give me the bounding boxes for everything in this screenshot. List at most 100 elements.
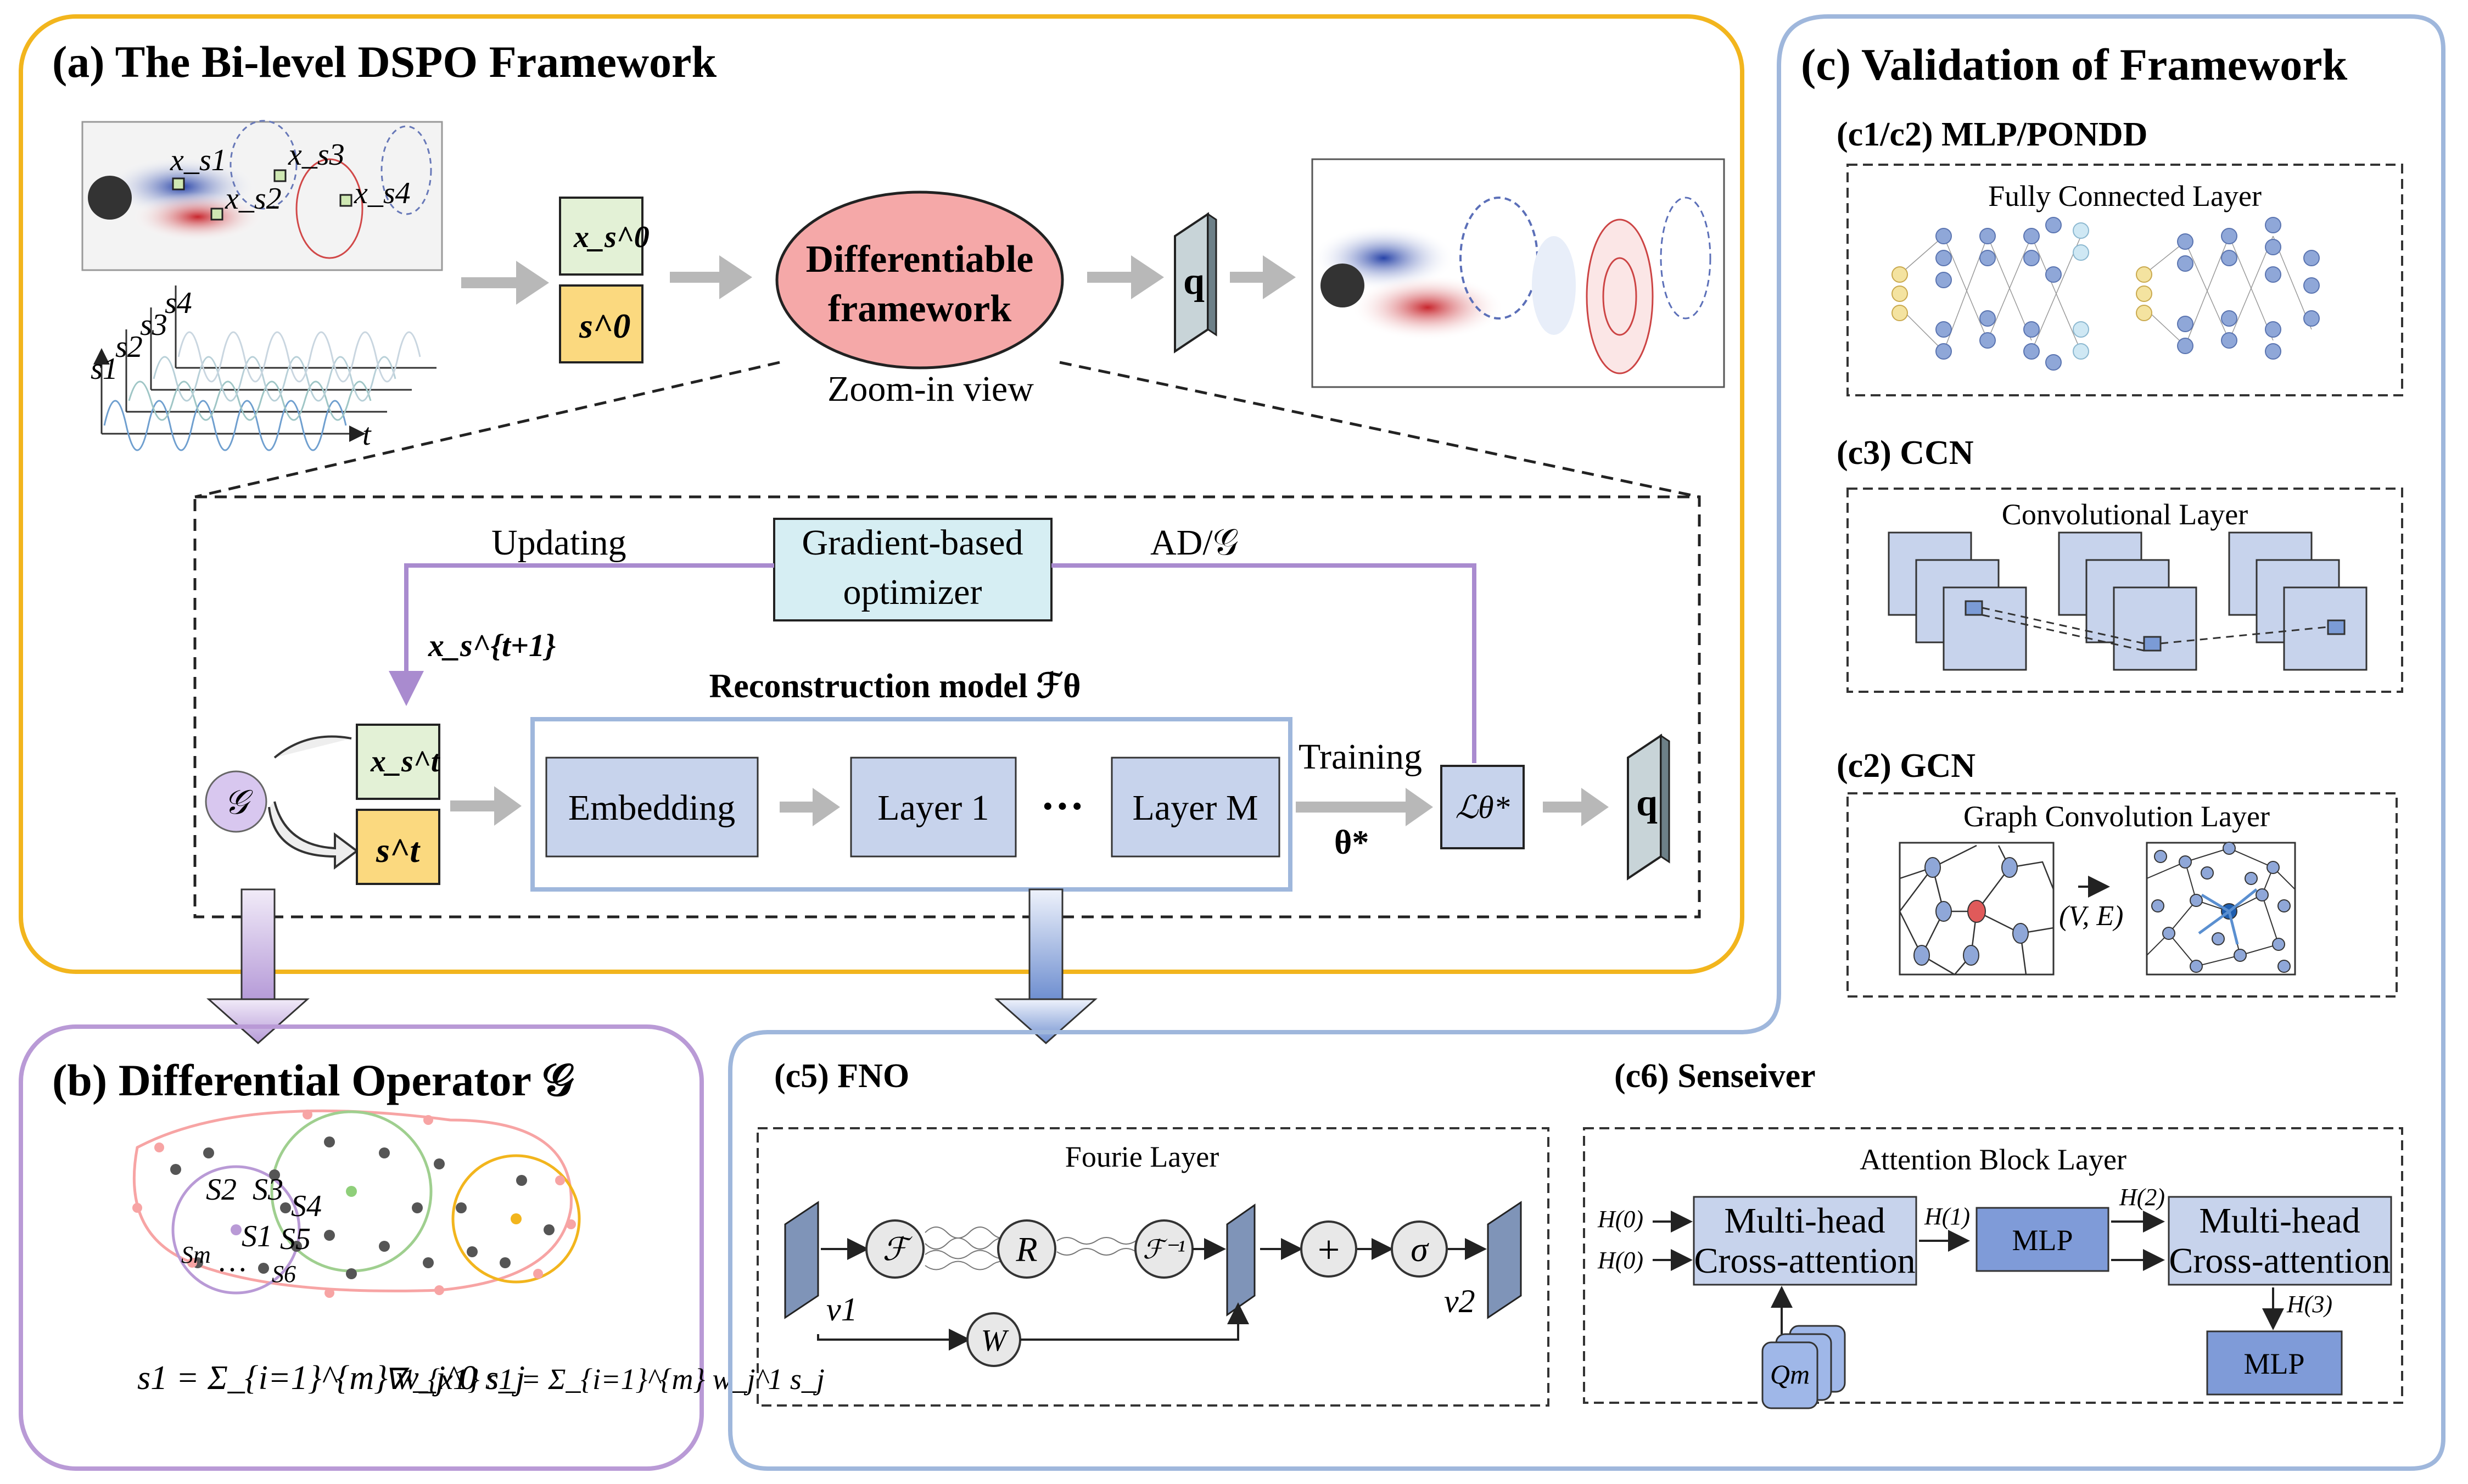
c6-layer-label: Attention Block Layer [1860,1143,2126,1176]
xs-t-label: x_s^t [370,744,440,779]
c12-title: (c1/c2) MLP/PONDD [1837,116,2147,153]
c5-title: (c5) FNO [774,1057,909,1095]
zoom-in-box [193,495,1701,919]
arrow-to-q2 [1543,788,1609,826]
differentiable-framework [775,191,1064,369]
c6-h1: H(1) [1924,1203,1970,1230]
c6-title: (c6) Senseiver [1614,1057,1816,1095]
panel-c-frame [728,14,2445,1471]
fno-v1: v1 [826,1291,858,1328]
flow-field-output [1311,158,1725,388]
fno-Finv-label: ℱ⁻¹ [1143,1235,1185,1264]
g-curved-arrow [268,735,359,870]
c6-mha-1 [1693,1196,1917,1286]
conv-stacks [1888,531,2368,671]
stencil-label-s4: S4 [291,1189,322,1223]
loss-label: ℒθ* [1455,789,1509,825]
panel-a-title: (a) The Bi-level DSPO Framework [52,37,717,87]
panel-c-title: (c) Validation of Framework [1801,40,2348,89]
arrow-to-framework [670,255,752,299]
c12-layer-label: Fully Connected Layer [1988,180,2262,212]
s0-box [559,284,643,363]
formula-derivative: ∇¹_{x1} s1 = Σ_{i=1}^{m} w_j^1 s_j [384,1363,825,1396]
c6-h0b: H(0) [1597,1247,1643,1274]
layerM-label: Layer M [1132,788,1258,828]
arrow-to-embedding [450,786,522,826]
panel-a-frame [19,14,1744,974]
fno-skip-path [817,1329,971,1351]
differentiable-label-1: Differentiable [806,238,1034,281]
panel-b-title: (b) Differential Operator 𝒢 [52,1055,574,1105]
q2-slab-side [1660,734,1670,864]
c12-box [1846,164,2403,396]
feedback-loop [1051,563,1476,763]
updating-label: Updating [491,523,626,563]
mlp-network-left [1891,217,2089,371]
c6-mlp-1-label: MLP [2012,1224,2073,1257]
axis-label-s4: s4 [165,286,192,320]
fno-plus-label: + [1318,1228,1340,1272]
axis-label-s2: s2 [115,330,143,364]
stencil-label-dots: … [217,1244,248,1278]
gradient-optimizer [773,518,1053,621]
zoom-in-label: Zoom-in view [827,369,1034,409]
layerM-block [1111,757,1280,858]
c5-box [757,1127,1549,1407]
c6-qm-stack [1761,1325,1846,1409]
c6-mha-1-line2: Cross-attention [1694,1241,1915,1281]
layer1-label: Layer 1 [877,788,989,828]
c6-mha-1-line1: Multi-head [1724,1201,1885,1241]
fno-output-slab [1487,1201,1522,1319]
c5-layer-label: Fourie Layer [1065,1140,1219,1173]
ve-label: (V, E) [2059,900,2123,932]
xs0-label: x_s^0 [573,220,650,254]
stencil-diagram [132,1109,581,1298]
fno-wave-1 [925,1227,1014,1270]
fno-sigma-node [1391,1220,1448,1278]
c6-h2: H(2) [2119,1184,2165,1211]
q-slab-side [1207,212,1217,337]
sensor-time-series [93,285,436,451]
graph-left [1899,842,2055,976]
fno-wave-2 [1056,1237,1137,1256]
arrow-to-panel-b [206,888,310,1045]
stencil-label-s3: S3 [253,1173,283,1207]
stencil-label-s1: S1 [242,1219,272,1253]
sensor-label-1: x_s1 [170,143,227,177]
fno-R-node [997,1219,1056,1279]
c3-box [1846,488,2403,693]
loss-box [1440,765,1525,849]
formula-interp: s1 = Σ_{i=1}^{m} w_j^0 s_j [137,1359,525,1397]
c2-box [1846,792,2398,998]
optimizer-label-1: Gradient-based [802,523,1023,563]
fno-W-label: W [981,1324,1009,1358]
sensor-label-2: x_s2 [225,182,282,216]
theta-star-label: θ* [1334,824,1369,861]
fno-R-label: R [1015,1230,1037,1269]
layer-dots: ··· [1040,782,1084,831]
ad-g-label: AD/𝒢 [1150,523,1239,563]
arrow-to-panel-c5 [994,888,1098,1045]
c3-layer-label: Convolutional Layer [2002,498,2248,531]
arrow-emb-l1 [780,788,840,826]
flow-field-input: x_s1 x_s2 x_s3 x_s4 [81,120,443,271]
training-label: Training [1299,737,1422,777]
zoom-line-left [194,361,780,499]
fno-F-node [865,1219,925,1279]
embedding-block [545,757,759,858]
c6-h3: H(3) [2286,1291,2332,1318]
c6-h0a: H(0) [1597,1206,1643,1233]
s-t-box [356,809,440,885]
c6-mha-2 [2168,1196,2392,1286]
xs-t-box [356,724,440,800]
sensor-label-4: x_s4 [354,176,411,210]
fno-mid-slab [1226,1203,1256,1317]
mlp-network-right [2136,217,2320,360]
recon-model-title: Reconstruction model ℱθ [709,668,1081,705]
c2-title: (c2) GCN [1837,747,1975,785]
recon-model-frame [530,717,1292,892]
layer1-block [850,757,1017,858]
stencil-label-sm: Sm [181,1241,211,1268]
c2-layer-label: Graph Convolution Layer [1963,800,2270,833]
